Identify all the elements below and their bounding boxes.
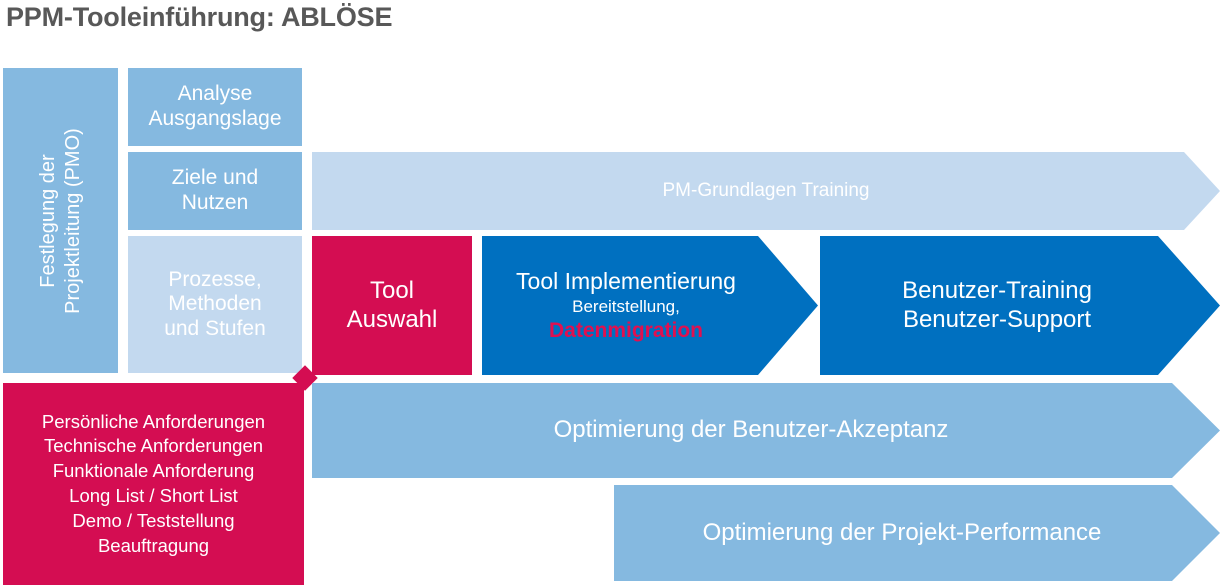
requirement-line: Technische Anforderungen bbox=[43, 435, 264, 457]
band-tool-auswahl: Tool Auswahl bbox=[312, 236, 472, 375]
phase-ziele-line1: Ziele und bbox=[171, 166, 259, 190]
phase-box-analyse: Analyse Ausgangslage bbox=[128, 68, 302, 146]
band-akzeptanz-label: Optimierung der Benutzer-Akzeptanz bbox=[553, 416, 949, 444]
pmo-block: Festlegung der Projektleitung (PMO) bbox=[3, 68, 118, 373]
band-pm-grundlagen-label: PM-Grundlagen Training bbox=[662, 179, 870, 201]
tool-impl-line2: Bereitstellung, bbox=[572, 296, 680, 316]
page-title: PPM-Tooleinführung: ABLÖSE bbox=[6, 2, 393, 32]
phase-prozesse-line3: und Stufen bbox=[164, 316, 266, 340]
phase-box-ziele: Ziele und Nutzen bbox=[128, 152, 302, 230]
phase-ziele-line2: Nutzen bbox=[181, 191, 249, 214]
requirement-line: Funktionale Anforderung bbox=[52, 460, 255, 482]
phase-prozesse-line2: Methoden bbox=[168, 292, 262, 316]
band-tool-implementierung: Tool Implementierung Bereitstellung, Dat… bbox=[482, 236, 818, 375]
benutzer-line2: Benutzer-Support bbox=[902, 305, 1092, 333]
pmo-label: Festlegung der Projektleitung (PMO) bbox=[36, 128, 86, 314]
band-pm-grundlagen-training: PM-Grundlagen Training bbox=[312, 152, 1220, 230]
tool-impl-line1: Tool Implementierung bbox=[516, 267, 736, 294]
phase-analyse-line1: Analyse bbox=[177, 82, 253, 106]
benutzer-line1: Benutzer-Training bbox=[902, 276, 1092, 304]
pmo-label-line1: Festlegung der bbox=[36, 153, 59, 288]
tool-impl-datenmigration: Datenmigration bbox=[548, 318, 703, 342]
phase-analyse-line2: Ausgangslage bbox=[148, 107, 282, 130]
requirement-line: Beauftragung bbox=[97, 534, 210, 556]
band-benutzer-training-support: Benutzer-Training Benutzer-Support bbox=[820, 236, 1220, 375]
band-optimierung-projekt-performance: Optimierung der Projekt-Performance bbox=[614, 485, 1220, 581]
band-optimierung-benutzer-akzeptanz: Optimierung der Benutzer-Akzeptanz bbox=[312, 383, 1220, 478]
pmo-label-line2: Projektleitung (PMO) bbox=[61, 127, 84, 314]
tool-auswahl-line2: Auswahl bbox=[346, 305, 438, 333]
tool-auswahl-line1: Tool bbox=[369, 277, 415, 305]
phase-box-prozesse: Prozesse, Methoden und Stufen bbox=[128, 236, 302, 373]
band-performance-label: Optimierung der Projekt-Performance bbox=[702, 518, 1102, 546]
requirements-box: Persönliche Anforderungen Technische Anf… bbox=[3, 383, 304, 585]
requirement-line: Persönliche Anforderungen bbox=[41, 410, 266, 432]
requirement-line: Demo / Teststellung bbox=[72, 509, 235, 531]
phase-prozesse-line1: Prozesse, bbox=[168, 267, 262, 291]
requirement-line: Long List / Short List bbox=[69, 485, 238, 506]
